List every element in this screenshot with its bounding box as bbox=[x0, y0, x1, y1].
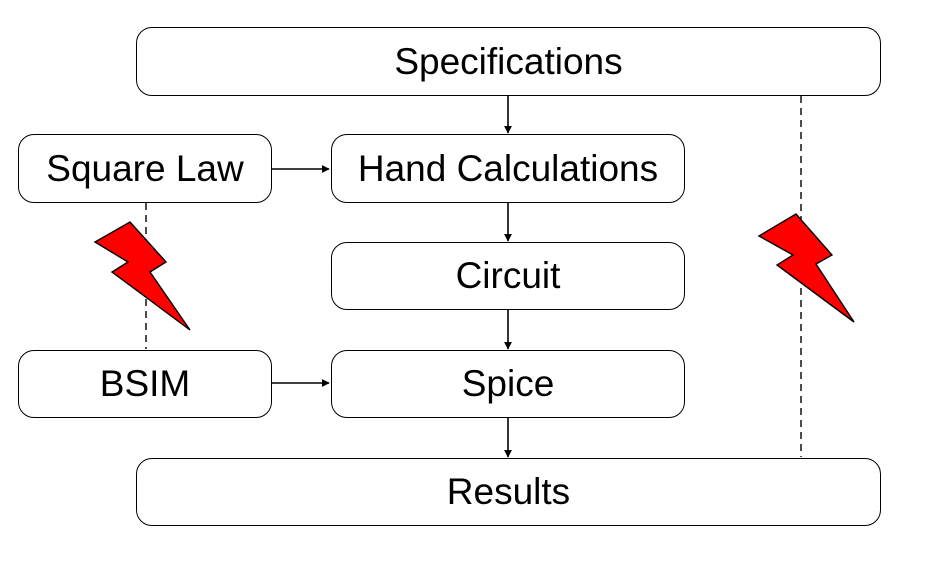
lightning-bolt-icon bbox=[757, 213, 855, 323]
hand-calculations-node: Hand Calculations bbox=[331, 134, 685, 203]
spice-node: Spice bbox=[331, 350, 685, 418]
lightning-bolt-icon bbox=[93, 221, 191, 331]
square-law-node: Square Law bbox=[18, 134, 272, 203]
circuit-node: Circuit bbox=[331, 242, 685, 310]
specifications-node: Specifications bbox=[136, 27, 881, 96]
results-node: Results bbox=[136, 458, 881, 526]
bsim-node: BSIM bbox=[18, 350, 272, 418]
